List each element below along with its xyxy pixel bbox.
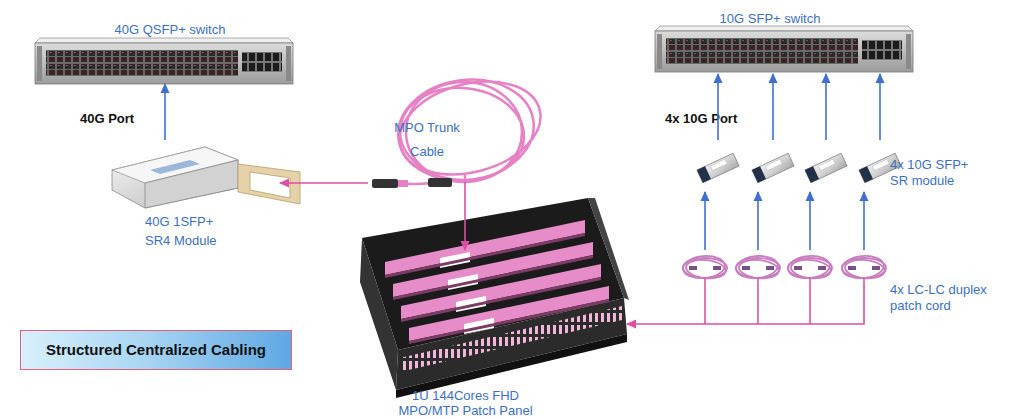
qsfp-module-drawing: [112, 147, 300, 208]
sfp-module-group: 4x 10G SFP+ SR module: [690, 140, 975, 192]
patch-cords-drawing: [682, 254, 727, 280]
patch-panel-drawing: [360, 198, 629, 398]
cord-drop-wire: [705, 278, 864, 324]
sfp-modules-drawing: [697, 153, 901, 183]
switch-10g-drawing: [655, 26, 913, 72]
node-label: MPO Trunk Cable: [391, 116, 463, 164]
mpo-cable-drawing: [372, 179, 398, 188]
connector-arrow: [863, 192, 865, 250]
cord-drop-wire: [757, 278, 759, 324]
cord-drop-wire: [863, 278, 865, 288]
patch-cords-drawing: [787, 254, 832, 280]
sfp-modules-drawing: [805, 153, 847, 183]
cord-drop-wire: [809, 278, 811, 324]
port-label: 4x 10G Port: [665, 111, 737, 126]
connector-arrow: [772, 74, 774, 140]
patch-cord-group: 4x LC-LC duplex patch cord: [688, 250, 978, 287]
connector-arrow: [825, 74, 827, 140]
patch-panel-drawing: [588, 198, 629, 300]
patch-cords-drawing: [841, 254, 886, 280]
switch-40g-drawing: [35, 38, 293, 84]
cord-drop-wire: [704, 278, 706, 324]
connector-arrow: [717, 74, 719, 140]
qsfp-module-drawing: [145, 160, 238, 208]
node-label: 4x 10G SFP+ SR module: [890, 157, 975, 189]
qsfp-module: 40G 1SFP+ SR4 Module: [108, 140, 280, 240]
mpo-cable-drawing: [428, 178, 452, 187]
patch-panel-drawing: [385, 233, 585, 278]
node-label: 40G 1SFP+ SR4 Module: [145, 212, 223, 250]
mpo-cable-drawing: [372, 67, 551, 189]
sfp-modules-drawing: [752, 153, 794, 183]
connector-arrow: [464, 182, 466, 250]
mpo-cable-drawing: [392, 71, 541, 189]
patch-cords-drawing: [735, 254, 780, 280]
node-label: 10G SFP+ switch: [695, 11, 845, 27]
mpo-cable-drawing: [398, 180, 408, 187]
connector-arrow: [280, 182, 368, 184]
patch-panel-drawing: [401, 277, 601, 322]
node-label: 40G QSFP+ switch: [95, 22, 245, 38]
connector-arrow: [704, 192, 706, 250]
title-banner: Structured Centralized Cabling: [20, 330, 292, 370]
node-label: 1U 144Cores FHD MPO/MTP Patch Panel: [393, 388, 538, 418]
connector-arrow: [757, 192, 759, 250]
patch-panel-drawing: [393, 255, 593, 300]
qsfp-module-drawing: [112, 147, 238, 208]
switch-10g: 10G SFP+ switch: [655, 8, 917, 74]
port-label: 40G Port: [80, 111, 134, 126]
connector-arrow: [164, 84, 166, 140]
patch-cords-drawing: [682, 254, 886, 280]
connector-arrow: [879, 74, 881, 140]
patch-panel-drawing: [409, 299, 609, 344]
patch-panel: 1U 144Cores FHD MPO/MTP Patch Panel: [362, 250, 627, 418]
connector-arrow: [627, 287, 864, 324]
qsfp-module-drawing: [150, 160, 200, 174]
mpo-trunk-cable: MPO Trunk Cable: [368, 82, 538, 182]
switch-40g: 40G QSFP+ switch: [35, 20, 293, 84]
mpo-cable-drawing: [389, 67, 551, 189]
connector-arrow: [809, 192, 811, 250]
sfp-modules-drawing: [697, 153, 739, 183]
node-label: Structured Centralized Cabling: [25, 331, 287, 369]
node-label: 4x LC-LC duplex patch cord: [890, 282, 990, 314]
mpo-cable-drawing: [464, 175, 467, 182]
qsfp-module-drawing: [238, 164, 300, 204]
